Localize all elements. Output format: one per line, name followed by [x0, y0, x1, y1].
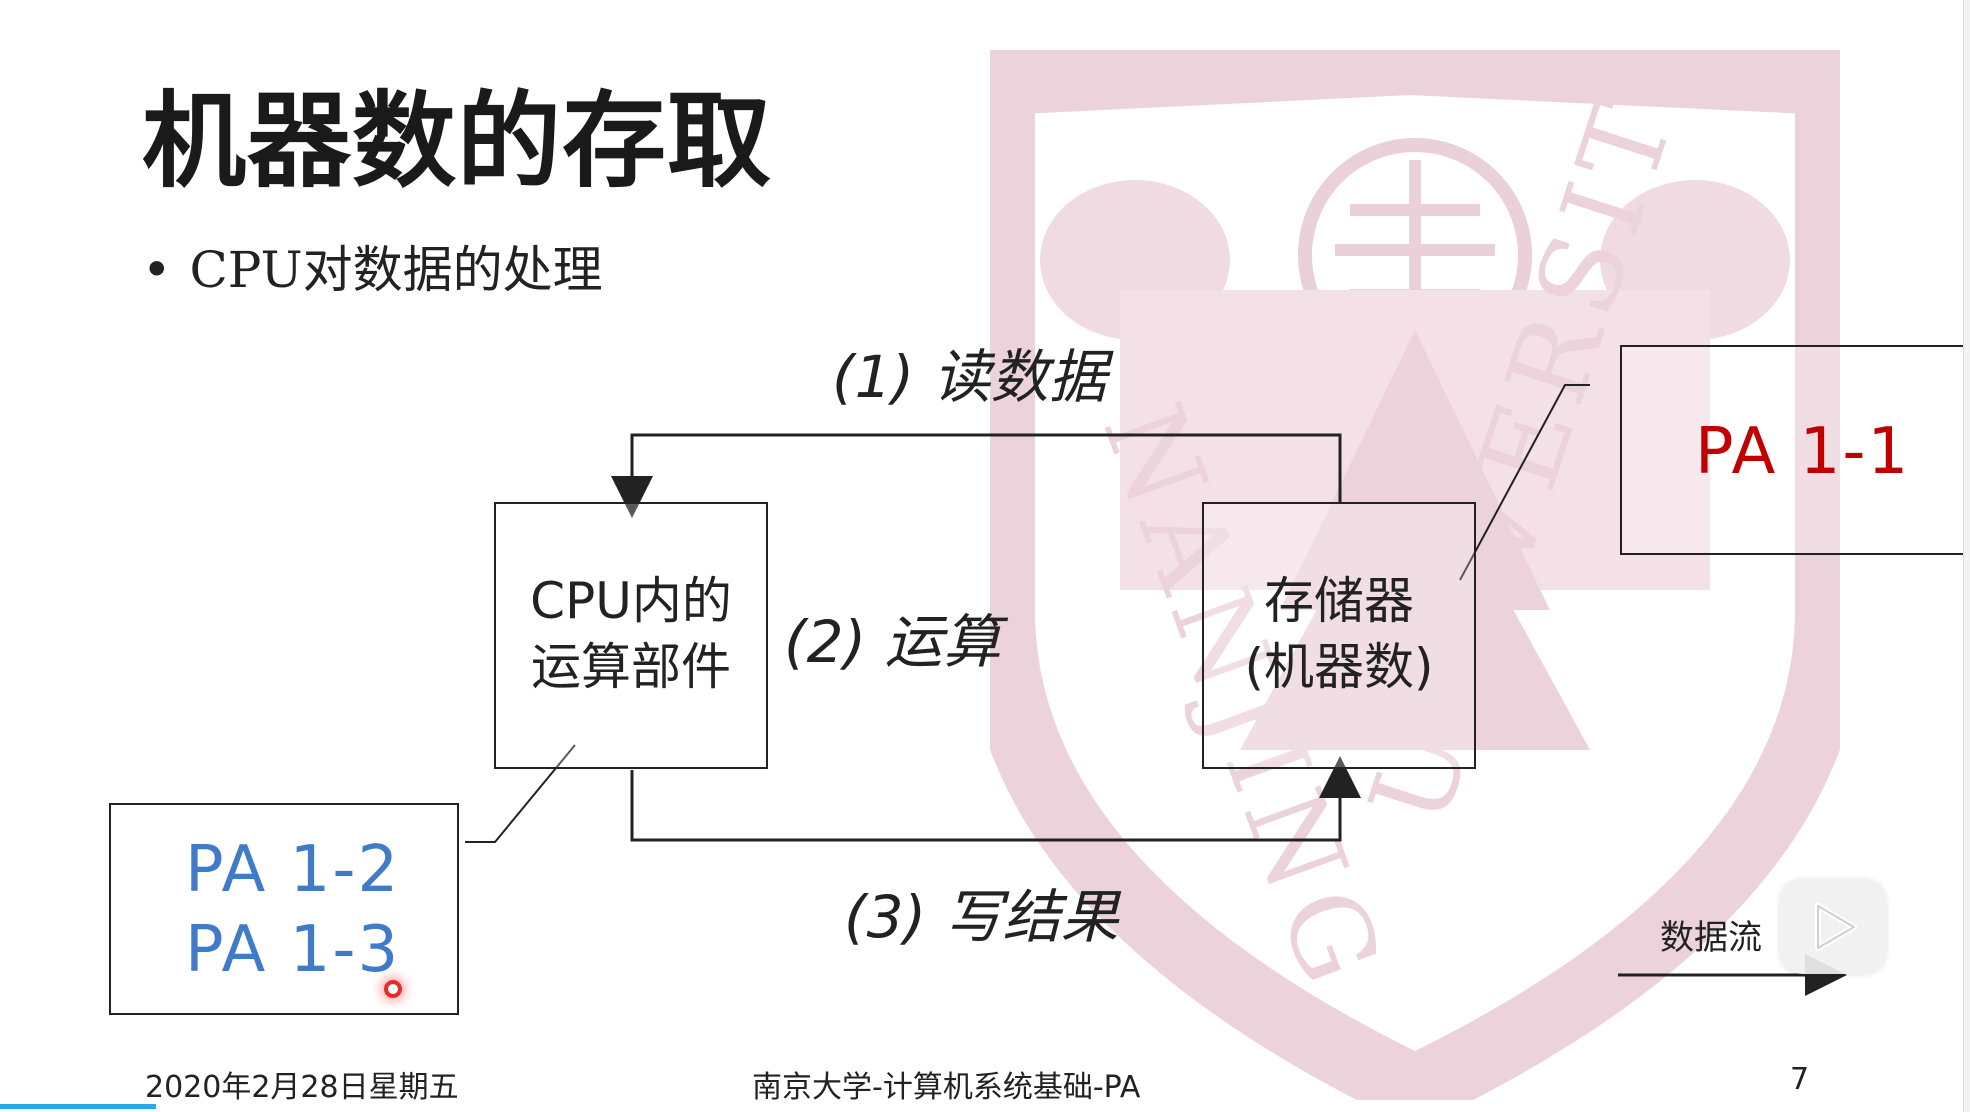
- pa-1-2-box: [109, 803, 459, 1015]
- write-result-arrow: [630, 756, 1361, 842]
- memory-box: [1202, 502, 1476, 769]
- memory-label: 存储器 (机器数): [1202, 568, 1476, 700]
- callout-line-left: [465, 744, 576, 843]
- memory-label-line2: (机器数): [1244, 638, 1434, 696]
- play-icon: [1815, 903, 1857, 951]
- footer-date: 2020年2月28日星期五: [145, 1070, 459, 1105]
- bullet-text: CPU对数据的处理: [189, 241, 603, 299]
- pa-1-1-label: PA 1-1: [1695, 415, 1911, 489]
- pa-1-2-label: PA 1-2 PA 1-3: [185, 830, 400, 990]
- page-number: 7: [1790, 1062, 1810, 1097]
- memory-label-line1: 存储器: [1264, 572, 1414, 630]
- cpu-unit-label-line2: 运算部件: [531, 638, 731, 696]
- pointer-cursor: [384, 980, 402, 998]
- pa-1-2-text: PA 1-2: [185, 833, 401, 907]
- window-edge: [1963, 0, 1970, 1112]
- step-write-result: (3) 写结果: [844, 883, 1119, 951]
- step-read-data: (1) 读数据: [832, 343, 1107, 411]
- bullet-marker: •: [142, 241, 172, 299]
- bullet-point: • CPU对数据的处理: [142, 230, 603, 302]
- cpu-unit-label-line1: CPU内的: [530, 572, 732, 630]
- read-data-arrow: [611, 433, 1342, 518]
- footer-course: 南京大学-计算机系统基础-PA: [752, 1070, 1141, 1105]
- callout-line-right: [1459, 384, 1590, 581]
- play-button[interactable]: [1780, 880, 1886, 974]
- cpu-unit-box: [494, 502, 768, 769]
- pa-1-3-text: PA 1-3: [185, 913, 401, 987]
- pa-1-1-box: [1620, 345, 1963, 555]
- step-compute: (2) 运算: [784, 608, 1001, 676]
- legend-data-flow: 数据流: [1660, 918, 1762, 958]
- university-watermark: NANJING UNIVERSITY: [990, 50, 1840, 1100]
- slide-title: 机器数的存取: [142, 80, 773, 202]
- video-progress-bar[interactable]: [0, 1104, 156, 1109]
- cpu-unit-label: CPU内的 运算部件: [494, 568, 768, 700]
